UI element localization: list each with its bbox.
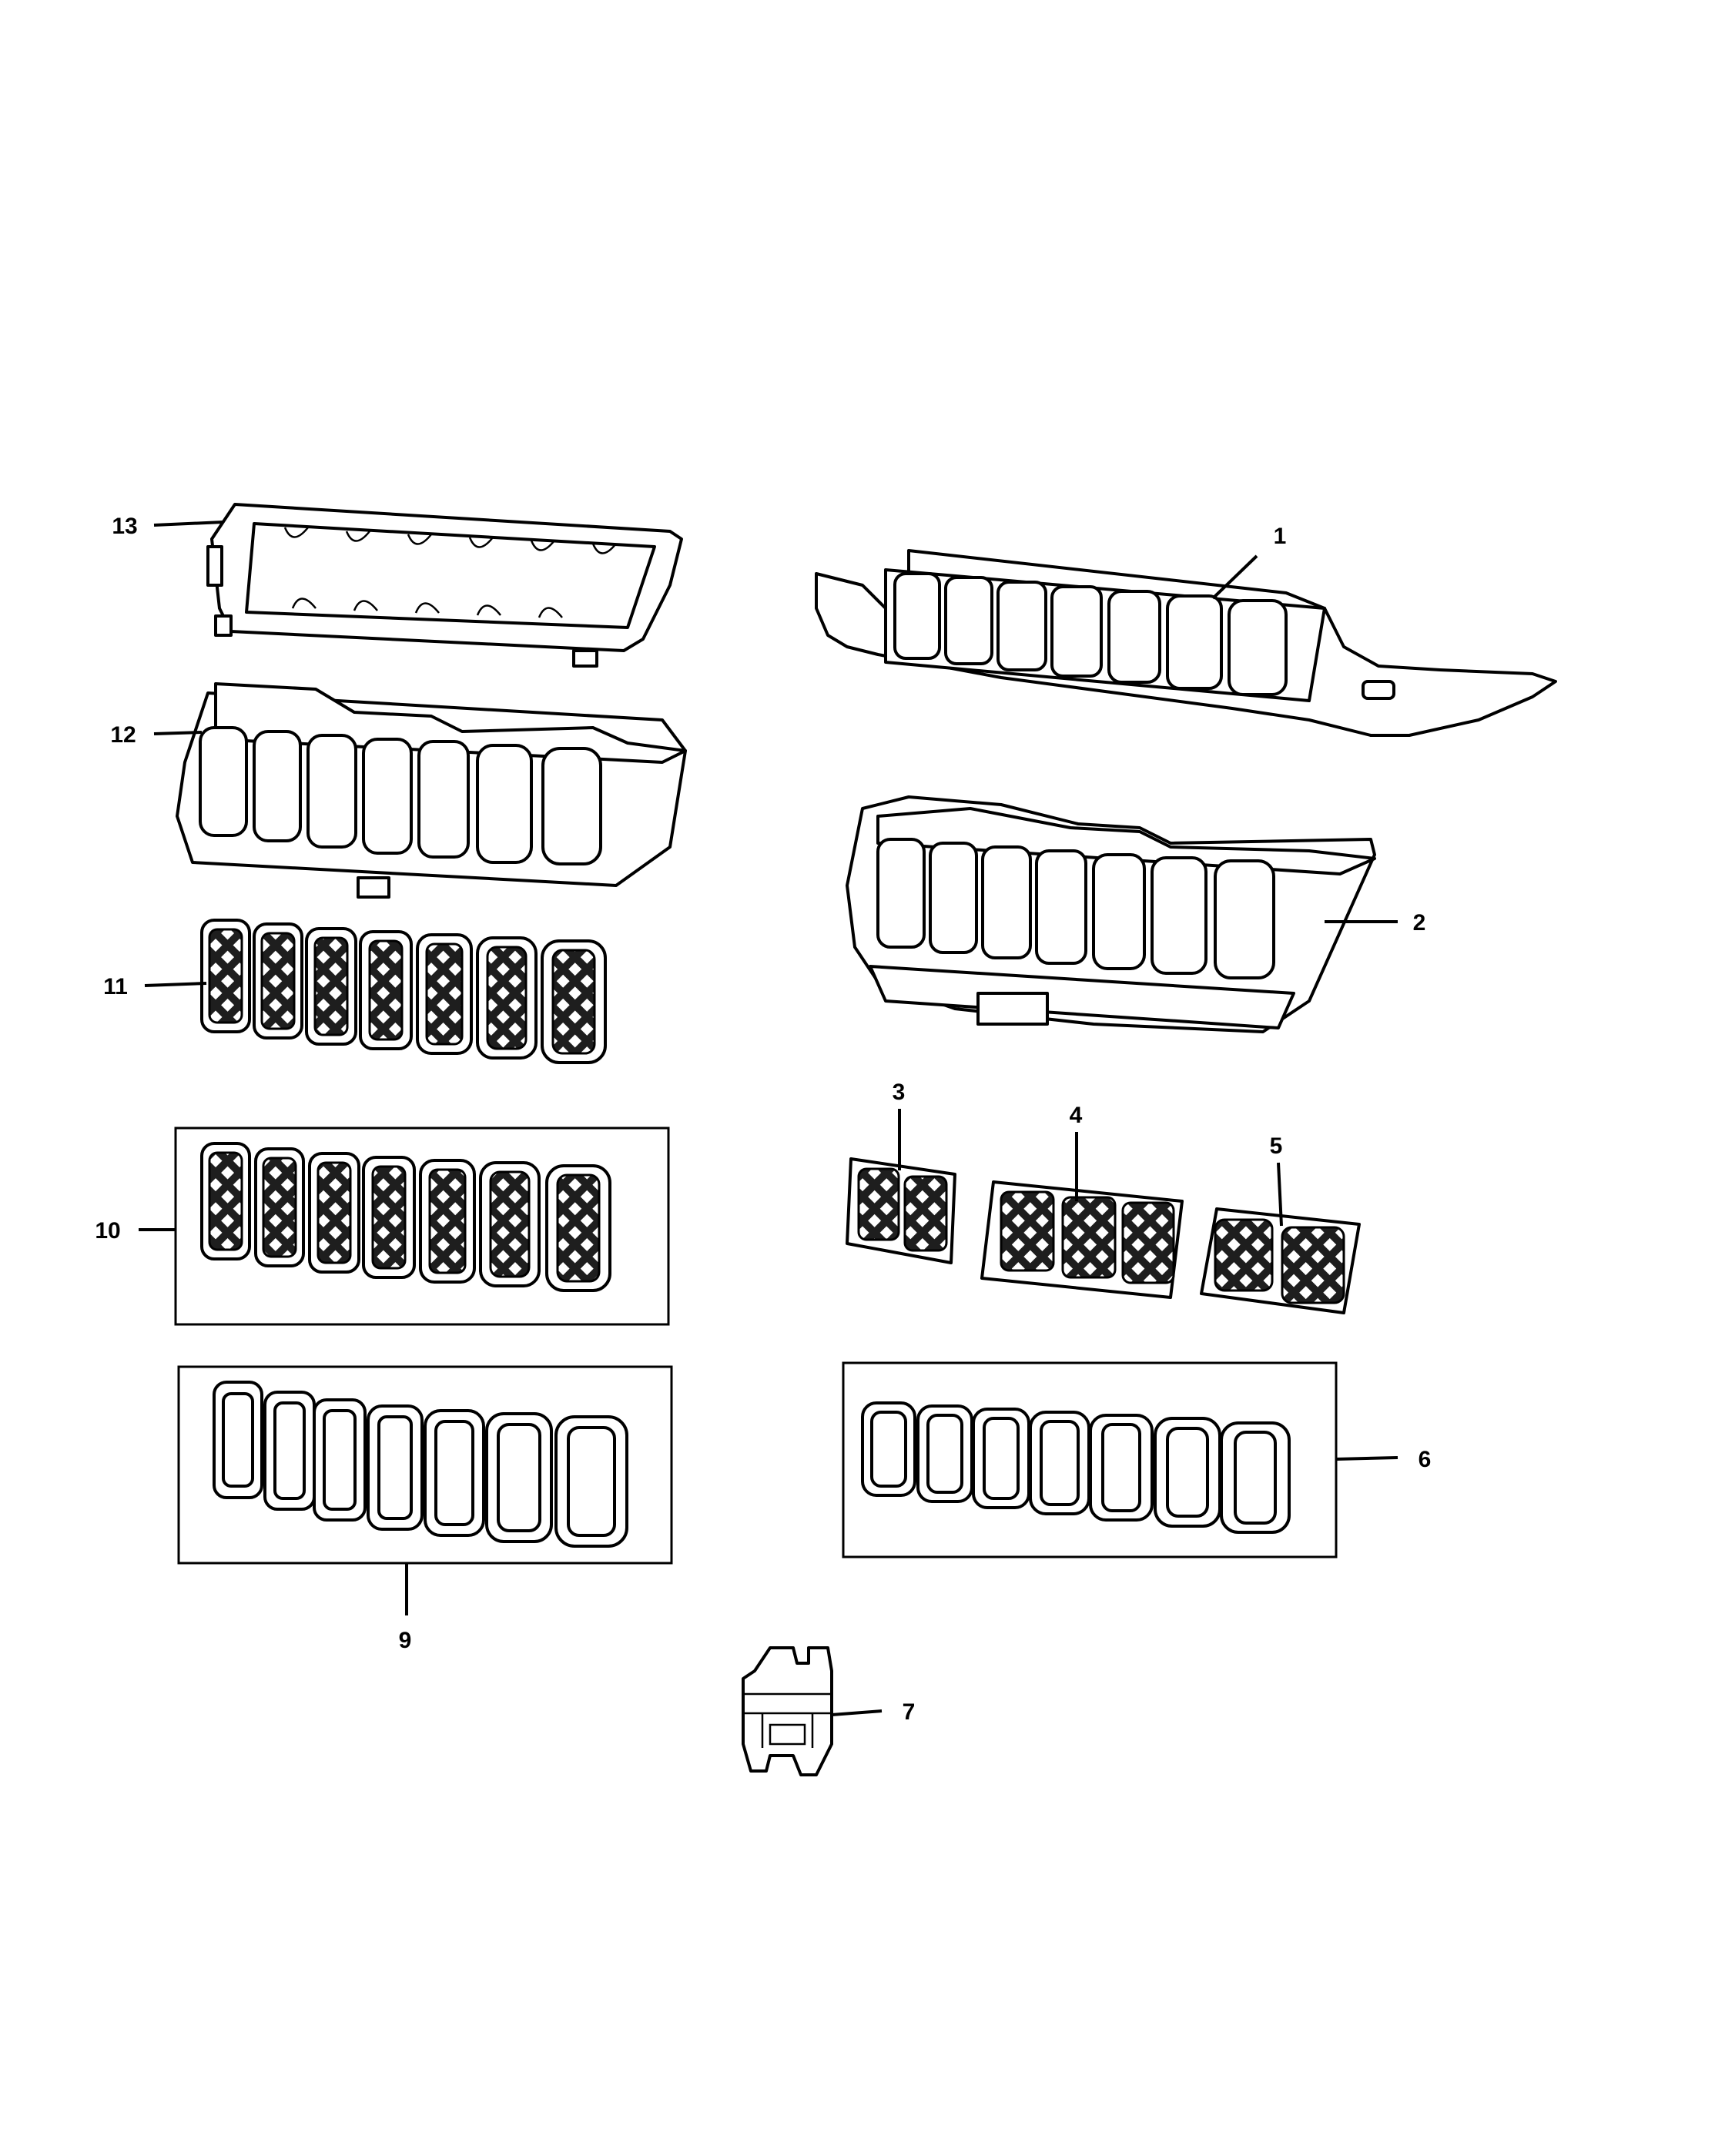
callout-label-1: 1 [1274,524,1287,549]
leader-1 [1211,554,1258,600]
part-10-grille-insert-kit [174,1127,670,1326]
callout-label-6: 6 [1419,1447,1432,1472]
callout-label-13: 13 [112,514,137,539]
callout-label-11: 11 [103,974,128,999]
part-7-bracket [742,1646,833,1776]
part-3-insert-pair [846,1157,956,1264]
part-5-insert-pair [1200,1207,1361,1314]
leader-6 [1335,1456,1398,1461]
leader-13 [153,521,224,527]
part-12-grille-assembly [176,682,687,899]
callout-labels: 13 12 11 10 9 1 2 3 4 5 6 7 [95,514,1431,1725]
part-1-front-fascia-grille [815,549,1557,737]
part-9-insert-bezel-kit [177,1365,673,1565]
leader-12 [153,731,203,735]
leader-5 [1277,1162,1283,1227]
callout-label-7: 7 [903,1699,916,1725]
part-13-grille-surround [206,503,683,668]
callout-label-12: 12 [110,722,136,748]
callout-label-5: 5 [1270,1133,1283,1159]
leader-lines [139,521,1398,1716]
callout-label-2: 2 [1413,910,1426,936]
part-4-insert-triple [980,1180,1184,1299]
callout-label-9: 9 [399,1628,412,1653]
part-2-grille-assembly-lower [846,795,1376,1033]
callout-label-3: 3 [893,1080,906,1105]
part-11-grille-inserts [200,919,607,1064]
leader-11 [144,982,207,987]
callout-label-4: 4 [1070,1103,1083,1128]
callout-label-10: 10 [95,1218,120,1244]
leader-7 [831,1709,883,1716]
part-6-insert-bezel-kit [842,1361,1338,1558]
